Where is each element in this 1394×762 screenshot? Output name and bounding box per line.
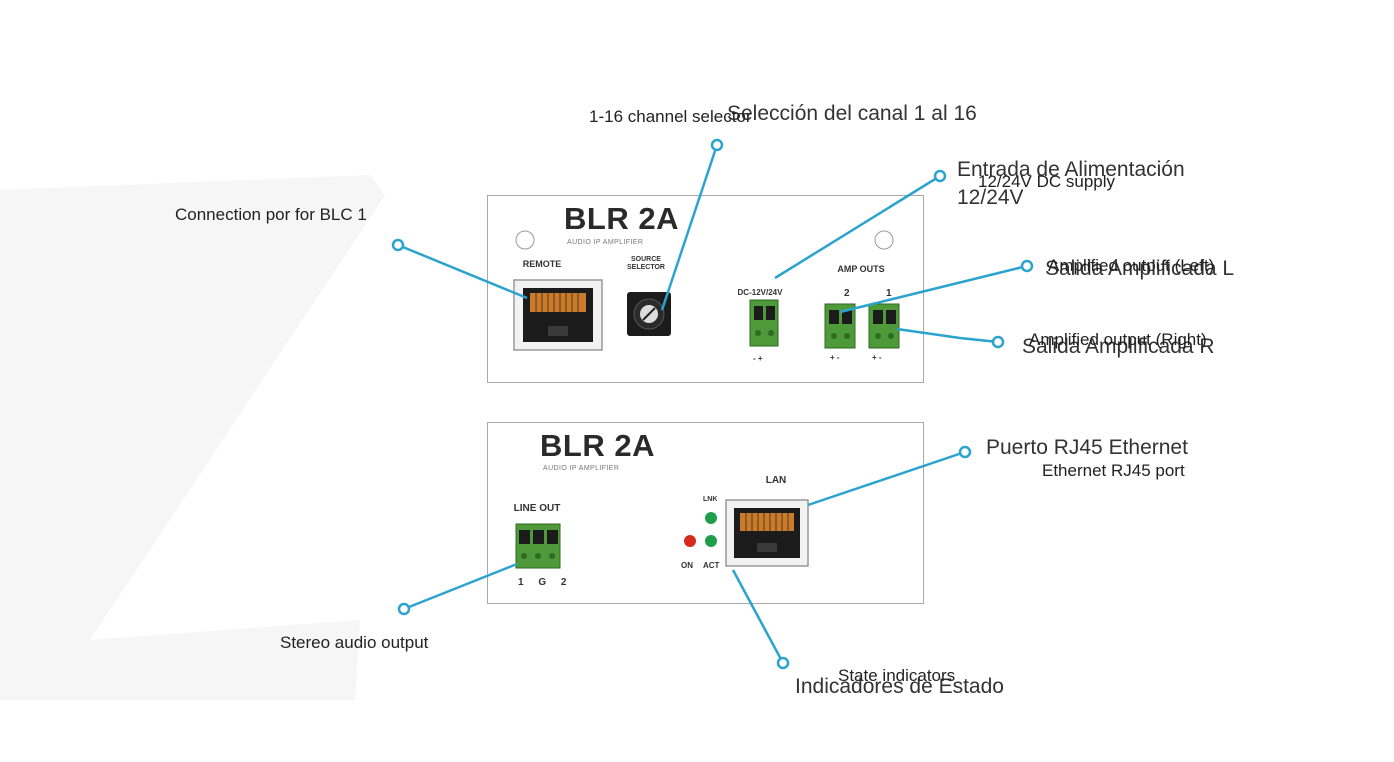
dc-label: DC-12V/24V <box>737 288 783 297</box>
leader-state-dot <box>776 656 790 670</box>
callout-state-en: State indicators <box>838 666 956 685</box>
panel-bottom-subtitle: AUDIO IP AMPLIFIER <box>543 465 620 472</box>
callout-amp-left-es: Salida Amplificada L <box>1045 257 1235 280</box>
panel-bottom-brand: BLR 2A <box>540 428 655 463</box>
leader-amp-right <box>896 327 999 344</box>
callout-power-en: 12/24V DC supply <box>978 172 1116 191</box>
amp-ch2-polarity: + - <box>830 353 840 362</box>
amp-ch1-label: 1 <box>886 288 892 299</box>
leader-power-dot <box>933 169 947 183</box>
remote-rj45-port <box>513 279 603 351</box>
act-label: ACT <box>703 561 720 570</box>
leader-amp-right-dot <box>991 335 1005 349</box>
source-label-line1: SOURCE <box>631 256 661 263</box>
panel-bottom: BLR 2A AUDIO IP AMPLIFIER LINE OUT 1 G 2… <box>487 422 924 604</box>
mount-hole-left <box>515 230 535 250</box>
callout-amp-right-en: Amplified output (Right) <box>1029 330 1207 349</box>
callout-selector-en: 1-16 channel selector <box>589 107 752 126</box>
remote-label: REMOTE <box>522 259 562 269</box>
callout-ethernet-en: Ethernet RJ45 port <box>1042 461 1185 480</box>
callout-selector-es: Selección del canal 1 al 16 <box>727 102 977 125</box>
led-act <box>705 535 717 547</box>
dc-terminal-block <box>749 299 779 347</box>
mount-hole-right <box>874 230 894 250</box>
on-label: ON <box>681 561 693 570</box>
callout-amp-right-es: Salida Amplificada R <box>1022 335 1215 358</box>
callout-remote: Connection por for BLC 1 <box>175 205 367 224</box>
amp-out-1-terminal <box>868 303 900 349</box>
callout-amp-left-en: Amplified output (Left) <box>1048 256 1215 275</box>
panel-top-subtitle: AUDIO IP AMPLIFIER <box>567 239 644 246</box>
amp-ch2-label: 2 <box>844 288 850 299</box>
lnk-label: LNK <box>703 496 718 503</box>
leader-ethernet-dot <box>958 445 972 459</box>
source-selector-dial <box>627 292 671 336</box>
leader-remote-dot <box>391 238 405 252</box>
leader-line-out-dot <box>397 602 411 616</box>
leader-amp-left <box>839 264 1028 314</box>
callout-state-es: Indicadores de Estado <box>795 675 1004 698</box>
lan-label: LAN <box>765 475 787 486</box>
lan-rj45-port <box>725 499 809 567</box>
leader-power <box>774 174 941 280</box>
panel-top-brand: BLR 2A <box>564 201 679 236</box>
callout-line-out: Stereo audio output <box>280 633 429 652</box>
leader-state <box>731 569 785 664</box>
leader-line-out <box>403 562 518 611</box>
dc-polarity: - + <box>753 354 763 363</box>
leader-remote <box>397 243 528 300</box>
led-lnk <box>705 512 717 524</box>
line-out-pins: 1 G 2 <box>518 577 573 588</box>
leader-selector <box>660 144 719 311</box>
amp-outs-label: AMP OUTS <box>837 264 885 274</box>
line-out-terminal <box>515 523 561 569</box>
leader-amp-left-dot <box>1020 259 1034 273</box>
line-out-label: LINE OUT <box>513 503 561 514</box>
leader-ethernet <box>807 450 966 507</box>
callout-power-es-line2: 12/24V <box>957 186 1024 209</box>
callout-power-es-line1: Entrada de Alimentación <box>957 158 1185 181</box>
callout-ethernet-es: Puerto RJ45 Ethernet <box>986 436 1188 459</box>
leader-selector-dot <box>710 138 724 152</box>
source-label-line2: SELECTOR <box>627 264 665 271</box>
led-on <box>684 535 696 547</box>
amp-ch1-polarity: + - <box>872 353 882 362</box>
